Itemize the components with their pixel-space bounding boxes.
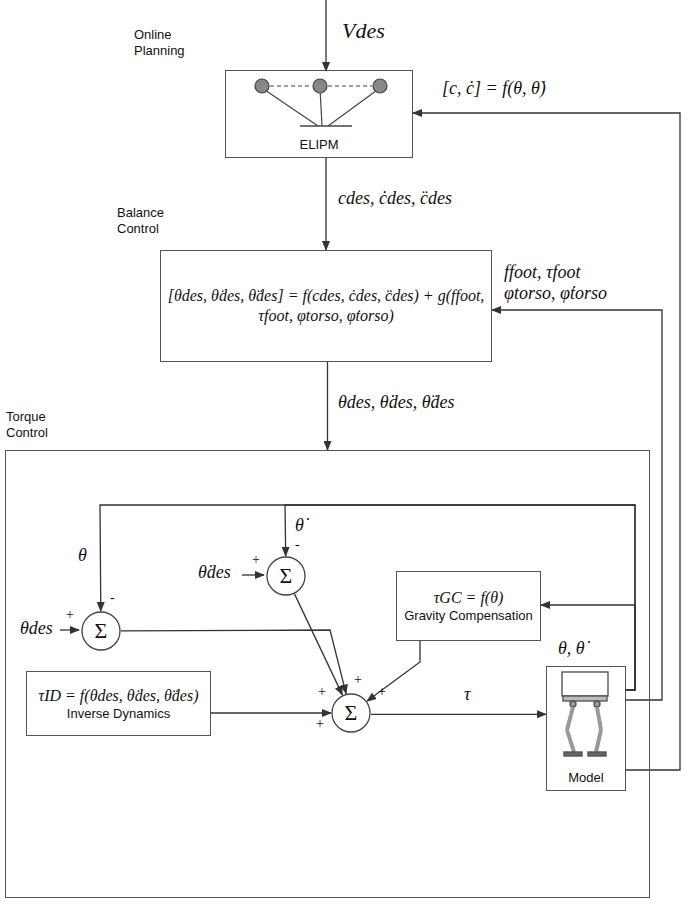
- summing-junction: Σ: [266, 556, 306, 596]
- sum-symbol: Σ: [95, 618, 108, 644]
- sign-label: +: [64, 607, 76, 623]
- block-label: Gravity Compensation: [404, 608, 533, 624]
- block-box: Online PlanningELIPM: [225, 70, 413, 158]
- pendulum-figure: [255, 79, 387, 126]
- block-heading: Online Planning: [134, 27, 218, 58]
- signal-arrow: [325, 158, 326, 250]
- signal-arrow: [371, 714, 546, 715]
- sign-label: -: [293, 537, 302, 553]
- signal-arrow: [100, 505, 635, 690]
- signal-label: θdes: [18, 618, 55, 639]
- sum-symbol: Σ: [345, 700, 358, 726]
- block-label: Inverse Dynamics: [67, 706, 170, 722]
- signal-label: θ: [76, 545, 89, 566]
- block-heading: Torque Control: [6, 409, 76, 440]
- sign-label: +: [376, 684, 388, 700]
- signal-label: θ̇: [293, 515, 306, 536]
- block-box: τGC = f(θ)Gravity Compensation: [396, 571, 541, 641]
- block-label: Model: [568, 770, 603, 786]
- signal-arrow: [541, 605, 635, 690]
- input-line: [325, 0, 326, 71]
- signal-label: cdes, ċdes, c̈des: [336, 188, 454, 209]
- signal-label: θ, θ̇: [556, 638, 587, 659]
- signal-label: τ: [462, 684, 472, 705]
- formula-text: τGC = f(θ): [434, 588, 504, 608]
- input-line: [242, 574, 264, 575]
- group-box: Torque ControlΣΣτGC = f(θ)Gravity Compen…: [5, 450, 650, 898]
- robot-figure: [562, 672, 608, 756]
- sum-symbol: Σ: [280, 563, 293, 589]
- signal-arrow: [327, 362, 328, 450]
- sign-label: +: [352, 672, 364, 688]
- block-box: Model: [546, 666, 626, 791]
- signal-label: [c, ċ] = f(θ, θ̇): [440, 78, 548, 99]
- signal-arrow: [295, 594, 343, 695]
- formula-text: [θdes, θ̇des, θ̈des] = f(cdes, ċdes, c̈d…: [167, 286, 485, 326]
- summing-junction: Σ: [81, 611, 121, 651]
- sign-label: +: [316, 684, 328, 700]
- block-label: ELIPM: [299, 137, 338, 153]
- block-box: Balance Control[θdes, θ̇des, θ̈des] = f(…: [160, 250, 492, 362]
- signal-label: ffoot, τfoot φtorso, φ̇torso: [502, 262, 624, 303]
- formula-text: τID = f(θdes, θ̇des, θ̈des): [38, 686, 198, 706]
- sign-label: -: [108, 590, 117, 606]
- signal-arrow: [121, 630, 346, 694]
- signal-arrow: [367, 641, 420, 701]
- input-line: [60, 629, 79, 630]
- sign-label: +: [314, 716, 326, 732]
- sign-label: +: [250, 552, 262, 568]
- signal-label: Vdes: [340, 18, 387, 43]
- signal-arrow: [211, 712, 331, 713]
- block-heading: Balance Control: [117, 205, 187, 236]
- summing-junction: Σ: [331, 693, 371, 733]
- signal-label: θ̇des: [196, 562, 233, 583]
- signal-label: θdes, θ̇des, θ̈des: [336, 392, 457, 413]
- block-box: τID = f(θdes, θ̇des, θ̈des)Inverse Dynam…: [26, 671, 211, 736]
